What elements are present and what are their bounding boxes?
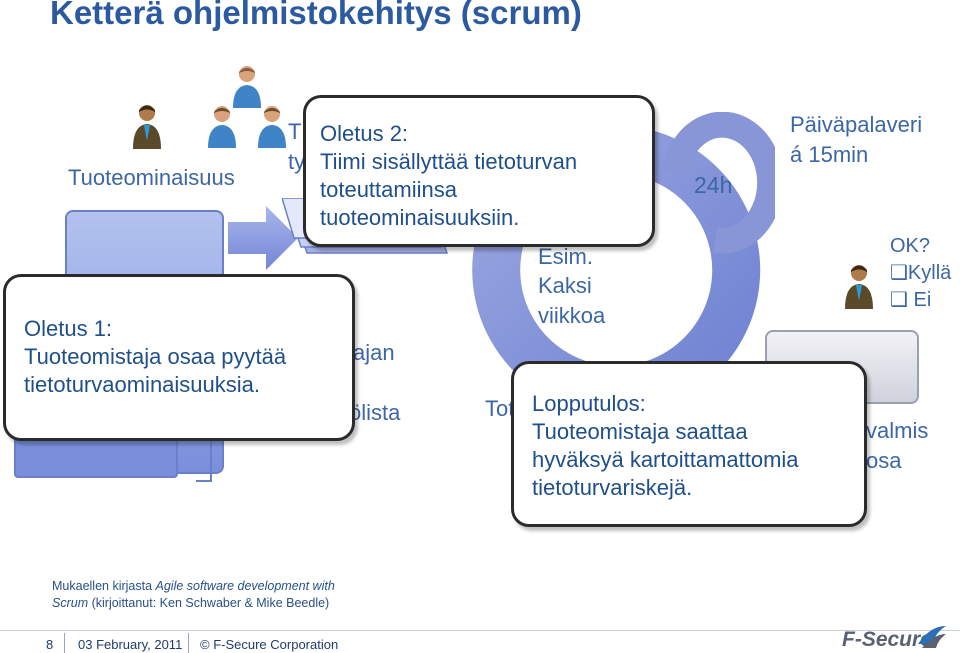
assumption-2-line-1: Tiimi sisällyttää tietoturvan [320,149,578,175]
footer-divider [0,630,960,631]
footer-copyright: © F-Secure Corporation [200,637,339,652]
product-owner-person-icon [133,105,161,149]
yes-option-label: ❑Kyllä [890,262,952,284]
team-label-partial-1: T [288,119,302,144]
owner-label-partial: ajan [353,340,395,365]
page-number: 8 [46,637,54,652]
product-feature-label: Tuoteominaisuus [68,165,235,190]
footer-date: 03 February, 2011 [78,637,183,652]
two-weeks-label-2: viikkoa [538,303,606,328]
assumption-2-line-3: tuoteominaisuuksiin. [320,205,520,231]
right-arrow-icon [228,206,298,270]
source-note: Mukaellen kirjasta Agile software develo… [52,578,335,612]
backlog-bracket [196,420,212,482]
ready-label-1: valmis [866,418,929,443]
result-line-2: hyväksyä kartoittamattomia [532,447,799,473]
two-weeks-label-1: Kaksi [538,273,592,298]
no-option-label: ❑ Ei [890,289,932,311]
daily-meeting-label-2: á 15min [790,142,869,167]
assumption-1-callout: Oletus 1: Tuoteomistaja osaa pyytää tiet… [3,274,355,441]
assumption-2-callout: Oletus 2: Tiimi sisällyttää tietoturvan … [303,95,655,247]
assumption-2-line-2: toteuttamiinsa [320,177,457,203]
result-heading: Lopputulos: [532,391,646,416]
daily-meeting-label-1: Päiväpalaveri [790,112,923,137]
assumption-2-heading: Oletus 2: [320,121,409,146]
slide-title: Ketterä ohjelmistokehitys (scrum) [50,0,582,31]
footer-separator-2 [188,633,189,653]
company-logo-text: F-Secure. [842,628,938,651]
footer-separator-1 [64,633,65,653]
hours-label: 24h [694,172,733,198]
assumption-1-line-2: tietoturvaominaisuuksia. [24,372,261,398]
team-member-icon-left [208,106,236,148]
team-member-icon-right [258,106,286,148]
example-label: Esim. [538,244,593,269]
reviewer-person-icon [845,265,873,309]
list-label-partial: ölista [349,400,401,425]
daily-cycle-icon [662,112,775,254]
result-line-1: Tuoteomistaja saattaa [532,419,748,445]
assumption-1-heading: Oletus 1: [24,316,113,341]
ok-question-label: OK? [890,235,931,257]
team-label-partial-2: ty [288,149,306,174]
source-note-line-1: Mukaellen kirjasta Agile software develo… [52,579,335,593]
implement-label-partial: Tot [485,396,515,421]
ready-label-2: osa [866,448,902,473]
result-callout: Lopputulos: Tuoteomistaja saattaa hyväks… [511,361,867,527]
team-member-icon-top [233,66,261,108]
assumption-1-line-1: Tuoteomistaja osaa pyytää [24,344,287,370]
result-line-3: tietoturvariskejä. [532,475,693,501]
company-logo-icon [918,626,946,648]
source-note-line-2: Scrum (kirjoittanut: Ken Schwaber & Mike… [52,595,330,610]
